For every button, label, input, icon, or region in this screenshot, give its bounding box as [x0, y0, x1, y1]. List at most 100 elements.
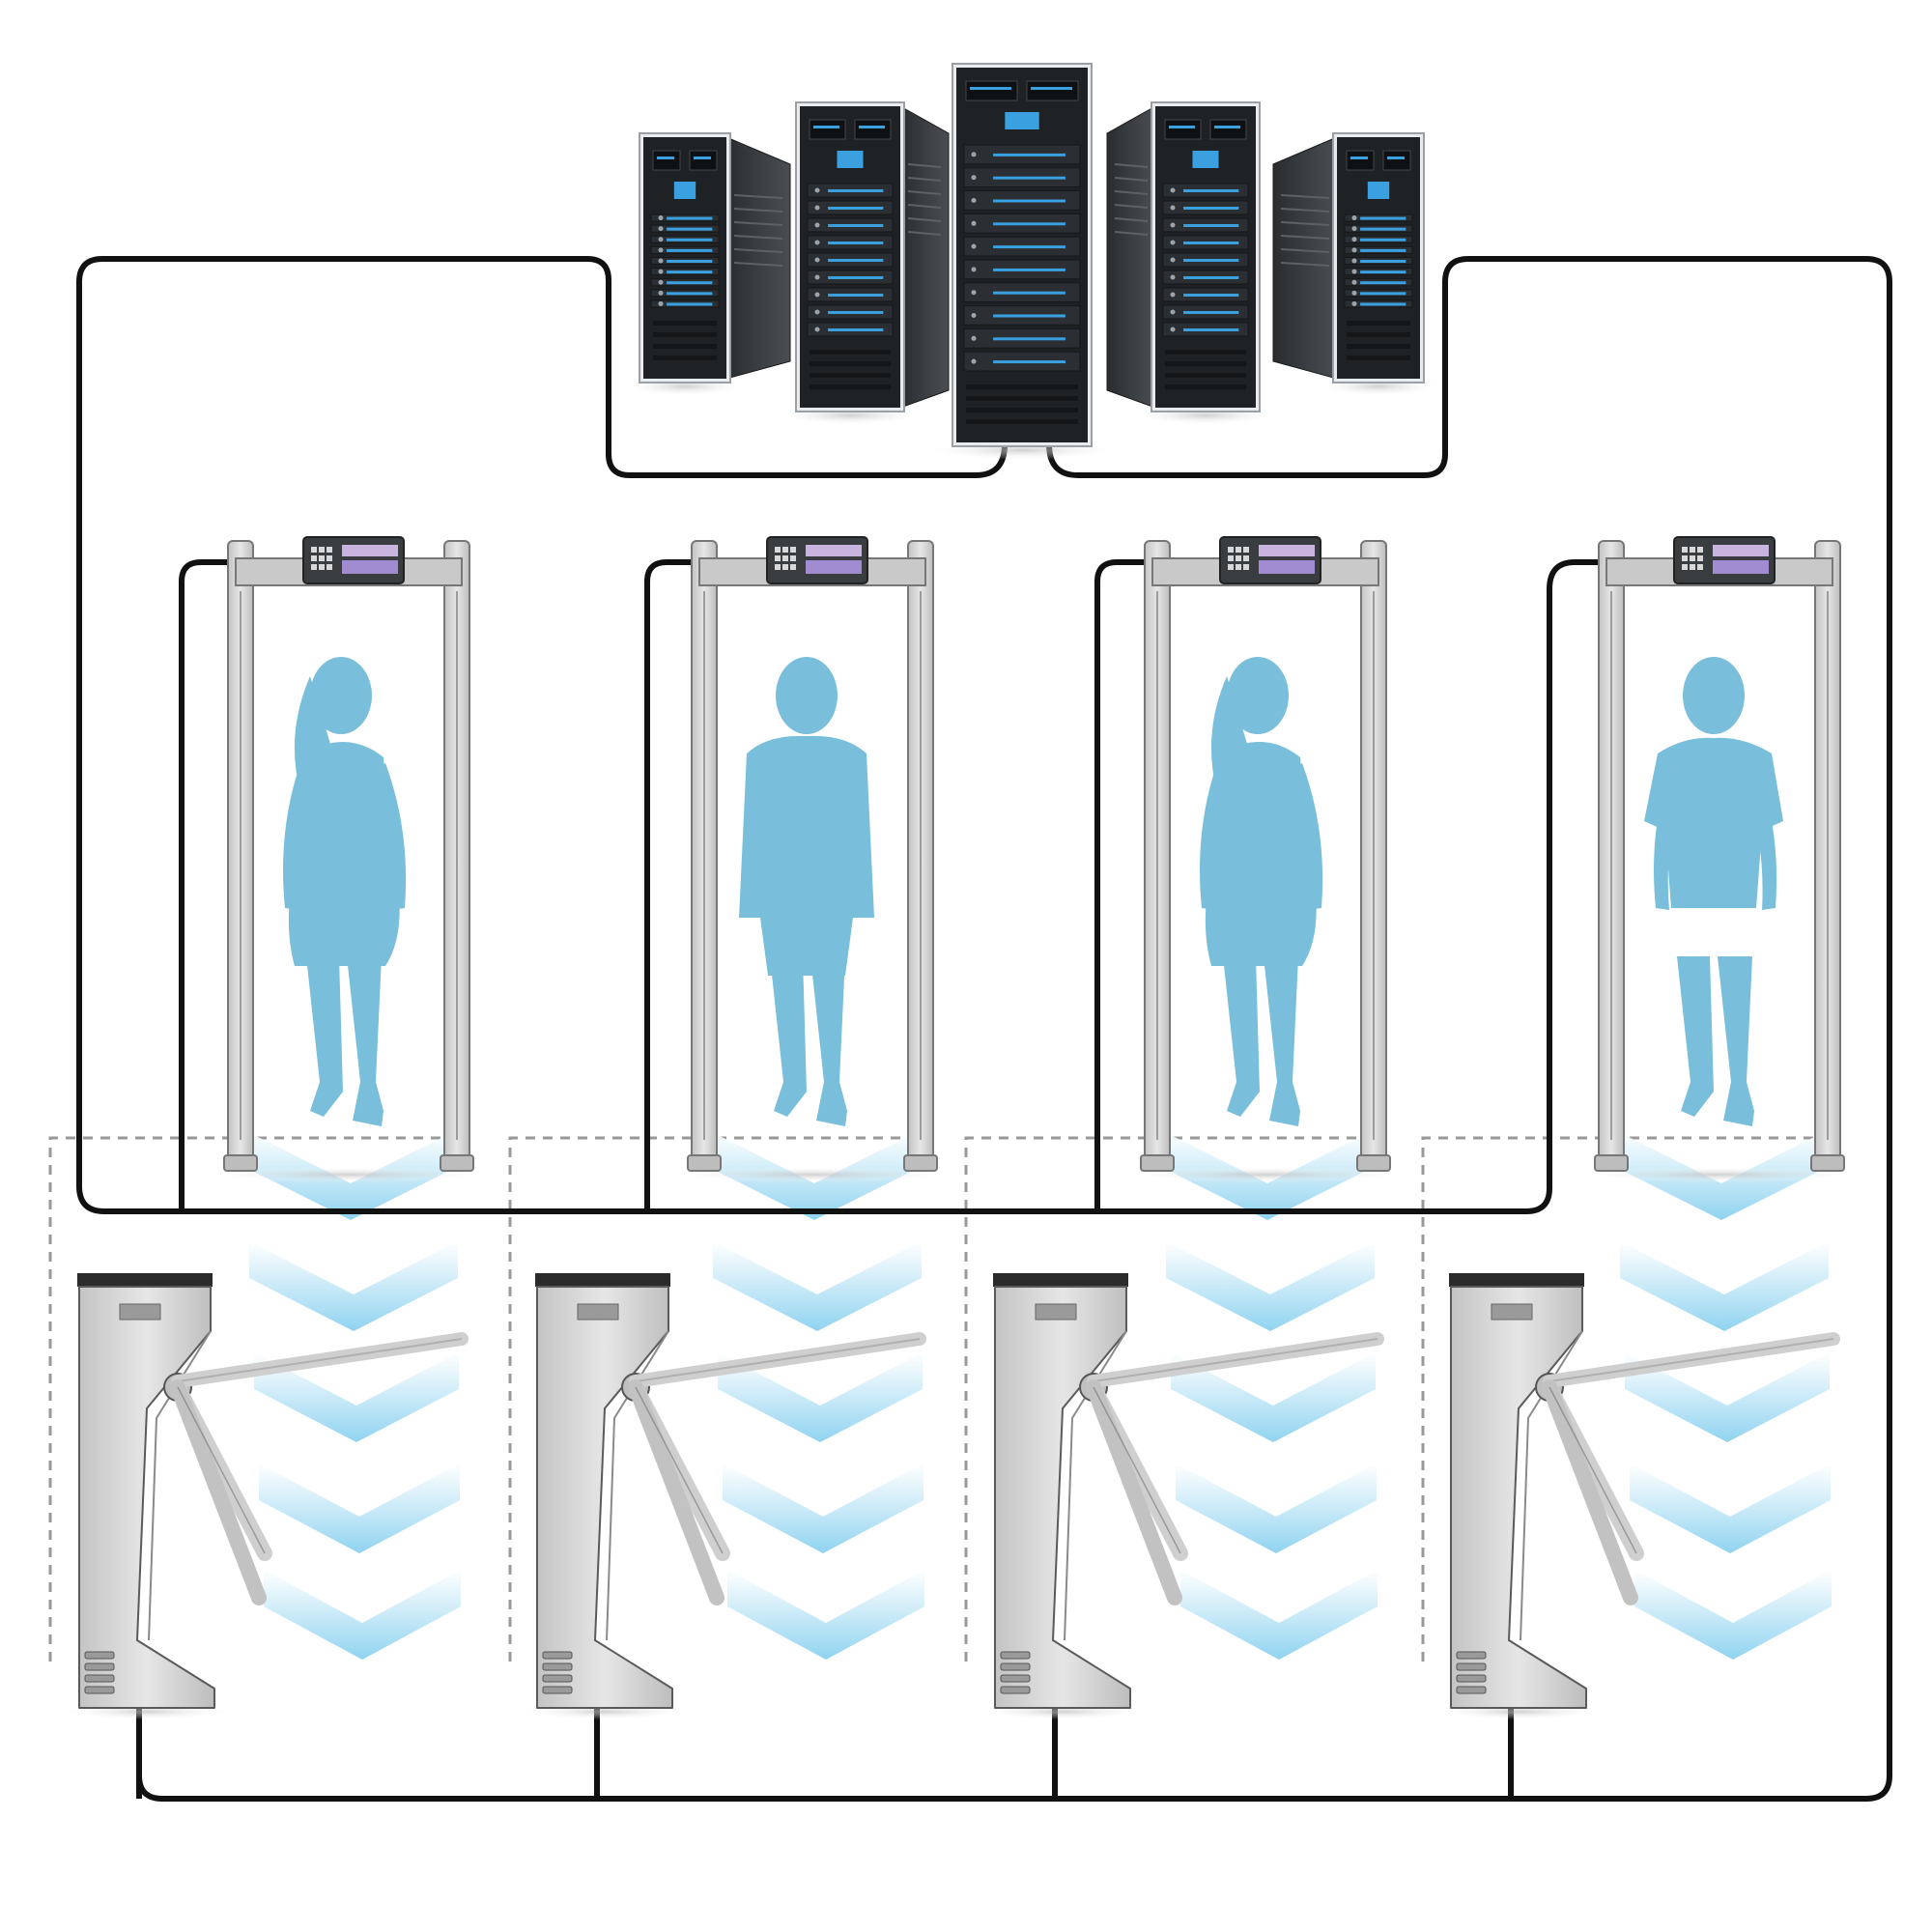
- gate-shadow: [1575, 1167, 1864, 1182]
- rack-bottom-vent: [966, 396, 1078, 401]
- turnstile-vent: [84, 1662, 115, 1671]
- cable-drop-detector-1: [179, 559, 235, 1214]
- rack-drive-led: [828, 242, 884, 244]
- gate-keypad-key: [1236, 564, 1241, 570]
- rack-drive-dot: [1351, 258, 1357, 264]
- rack-drive-led: [993, 337, 1065, 341]
- rack-drive-dot: [1170, 222, 1176, 228]
- gate-shadow: [204, 1167, 494, 1182]
- rack-drive-dot: [1170, 205, 1176, 211]
- walk-through-metal-detector-icon: [204, 536, 494, 1182]
- turnstile-top-cap: [77, 1273, 213, 1287]
- rack-bottom-vent: [1165, 361, 1246, 366]
- rack-drive-led: [1360, 238, 1406, 242]
- gate-panel-display: [806, 545, 862, 556]
- rack-drive-dot: [1351, 226, 1357, 232]
- flow-direction-chevron-icon: [1176, 1463, 1377, 1553]
- walk-through-metal-detector-icon: [668, 536, 957, 1182]
- turnstile-arm-edge: [1548, 1338, 1834, 1382]
- turnstile-vent: [84, 1651, 115, 1660]
- turnstile-nameplate: [1035, 1303, 1077, 1321]
- rack-readout: [652, 150, 681, 171]
- rack-drive-dot: [971, 313, 977, 318]
- turnstile-arm: [1087, 1332, 1384, 1388]
- server-rack-icon: [775, 101, 950, 425]
- turnstile-arm: [170, 1379, 267, 1605]
- cable-drop-detector-3: [1094, 559, 1151, 1214]
- network-cables: [76, 256, 1892, 1802]
- person-arm: [1743, 763, 1777, 910]
- rack-drive-led: [1360, 292, 1406, 296]
- rack-bottom-vent: [653, 355, 717, 360]
- rack-vent: [1280, 248, 1330, 253]
- turnstile-arm: [171, 1332, 469, 1388]
- person-silhouette-icon: [1644, 657, 1783, 1126]
- rack-bottom-vent: [810, 384, 891, 389]
- turnstile-arm: [1542, 1379, 1638, 1605]
- rack-drive-dot: [1170, 327, 1176, 332]
- gate-keypad-key: [782, 555, 788, 561]
- rack-drive-led: [667, 292, 713, 296]
- rack-drive-dot: [1170, 187, 1176, 193]
- turnstile-arm: [1543, 1332, 1840, 1388]
- rack-vent: [733, 248, 783, 253]
- flow-direction-chevron-icon: [1180, 1570, 1378, 1660]
- rack-bottom-vent: [1165, 384, 1246, 389]
- turnstile-vent: [542, 1686, 573, 1694]
- cable-drop-detector-2: [644, 559, 698, 1214]
- rack-drive-dot: [971, 198, 977, 203]
- rack-vent: [1280, 221, 1330, 226]
- rack-drive-dot: [1170, 292, 1176, 298]
- turnstile-vent: [1456, 1651, 1487, 1660]
- rack-drive-dot: [1351, 300, 1357, 306]
- gate-keypad-key: [1243, 555, 1249, 561]
- rack-vent: [1280, 262, 1330, 267]
- gate-keypad-key: [327, 547, 332, 553]
- rack-drive-dot: [658, 215, 664, 221]
- person-head: [1683, 657, 1745, 734]
- rack-display: [1192, 151, 1219, 168]
- rack-drive-dot: [658, 300, 664, 306]
- person-leg: [1264, 956, 1300, 1126]
- walk-through-metal-detector-icon: [1575, 536, 1864, 1182]
- turnstile-arm-edge: [1093, 1338, 1378, 1382]
- gate-keypad-key: [1236, 555, 1241, 561]
- turnstile-cabinet: [994, 1286, 1131, 1709]
- walk-through-metal-detector-icon: [1121, 536, 1410, 1182]
- turnstile-vent: [1000, 1686, 1031, 1694]
- metal-detector-gates: [204, 536, 1864, 1182]
- person-leg: [810, 956, 847, 1126]
- gate-panel-display: [342, 545, 398, 556]
- rack-drive-dot: [971, 290, 977, 296]
- flow-direction-chevron-icon: [1166, 1241, 1375, 1331]
- gate-keypad-key: [319, 555, 325, 561]
- rack-side-panel: [899, 105, 950, 409]
- gate-keypad-key: [1697, 564, 1703, 570]
- rack-vent: [907, 190, 942, 195]
- gate-keypad-key: [1228, 555, 1234, 561]
- rack-drive-led: [667, 281, 713, 285]
- rack-vent: [1114, 163, 1149, 168]
- gate-keypad-key: [1243, 564, 1249, 570]
- gate-keypad-key: [1697, 547, 1703, 553]
- rack-drive-dot: [1351, 237, 1357, 242]
- rack-readout: [1209, 119, 1247, 140]
- rack-readout: [809, 119, 846, 140]
- rack-vent: [1114, 231, 1149, 236]
- person-arm: [836, 763, 870, 910]
- turnstile-cabinet: [536, 1286, 673, 1709]
- rack-vent: [1280, 235, 1330, 240]
- turnstile-vent: [542, 1674, 573, 1683]
- rack-drive-led: [1183, 294, 1239, 297]
- turnstile-vent: [1456, 1662, 1487, 1671]
- gate-keypad-key: [1228, 547, 1234, 553]
- gate-keypad-key: [1682, 547, 1688, 553]
- rack-drive-dot: [971, 175, 977, 181]
- rack-readout: [689, 150, 718, 171]
- rack-readout: [1026, 80, 1079, 101]
- rack-drive-led: [828, 276, 884, 279]
- flow-direction-chevron-icon: [259, 1463, 460, 1553]
- rack-drive-dot: [1351, 247, 1357, 253]
- gate-keypad-key: [790, 555, 796, 561]
- rack-drive-led: [1183, 224, 1239, 227]
